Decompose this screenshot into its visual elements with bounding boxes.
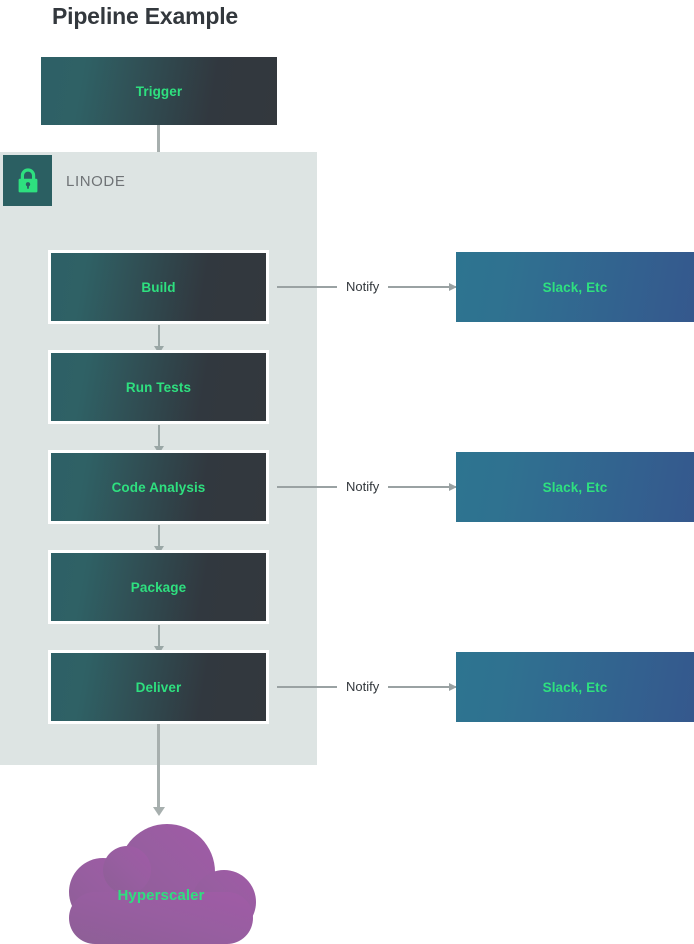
pipeline-stage-label: Package: [130, 579, 187, 595]
notify-label: Notify: [346, 679, 380, 694]
linode-label: LINODE: [66, 173, 126, 190]
notify-connector-build: Notify: [277, 277, 457, 297]
trigger-label: Trigger: [135, 83, 183, 99]
notify-connector-deliver: Notify: [277, 677, 457, 697]
lock-icon: [3, 155, 52, 206]
arrow-deliver-to-hyperscaler: [152, 724, 165, 816]
hyperscaler-label: Hyperscaler: [117, 887, 205, 904]
connector-arrow: [388, 482, 457, 491]
connector-line: [277, 486, 337, 488]
connector-line: [277, 686, 337, 688]
arrow-build-to-run-tests: [153, 325, 164, 354]
arrow-code-analysis-to-package: [153, 525, 164, 554]
connector-line: [277, 286, 337, 288]
connector-arrow: [388, 282, 457, 291]
connector-arrow: [388, 682, 457, 691]
notification-target-slack-1[interactable]: Slack, Etc: [456, 252, 694, 322]
notification-target-slack-3[interactable]: Slack, Etc: [456, 652, 694, 722]
pipeline-stage-label: Deliver: [135, 679, 182, 695]
pipeline-stage-label: Run Tests: [125, 379, 192, 395]
pipeline-stage-run-tests[interactable]: Run Tests: [48, 350, 269, 424]
pipeline-stage-code-analysis[interactable]: Code Analysis: [48, 450, 269, 524]
pipeline-stage-label: Build: [141, 279, 176, 295]
notification-target-label: Slack, Etc: [542, 679, 608, 695]
pipeline-stage-deliver[interactable]: Deliver: [48, 650, 269, 724]
notify-connector-code-analysis: Notify: [277, 477, 457, 497]
notify-label: Notify: [346, 279, 380, 294]
page-title: Pipeline Example: [52, 3, 238, 29]
pipeline-stage-build[interactable]: Build: [48, 250, 269, 324]
arrow-run-tests-to-code-analysis: [153, 425, 164, 454]
pipeline-stage-package[interactable]: Package: [48, 550, 269, 624]
arrow-package-to-deliver: [153, 625, 164, 654]
notification-target-label: Slack, Etc: [542, 479, 608, 495]
trigger-box[interactable]: Trigger: [41, 57, 277, 125]
notify-label: Notify: [346, 479, 380, 494]
cloud-icon[interactable]: [55, 820, 267, 944]
notification-target-label: Slack, Etc: [542, 279, 608, 295]
pipeline-stage-label: Code Analysis: [111, 479, 206, 495]
notification-target-slack-2[interactable]: Slack, Etc: [456, 452, 694, 522]
